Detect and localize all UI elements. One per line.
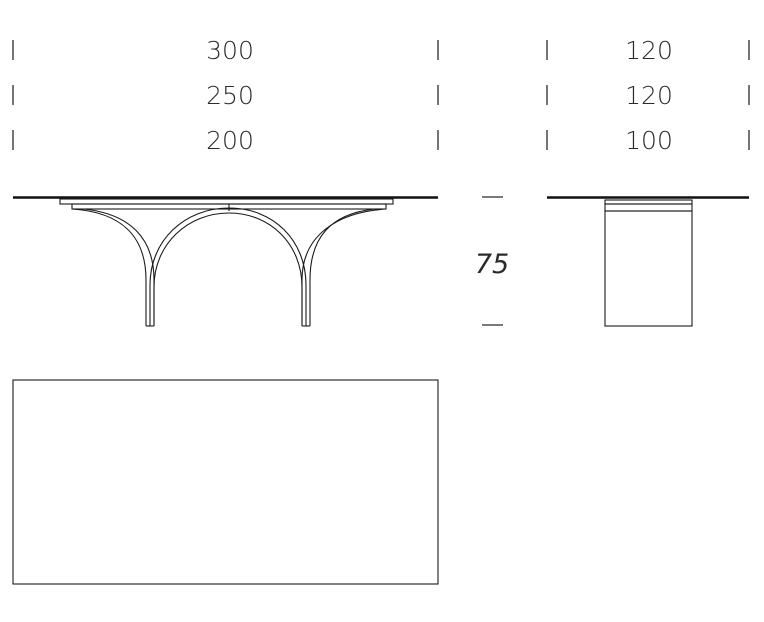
center-arch-inner (153, 212, 303, 326)
right-outer-arch-inner (309, 208, 375, 326)
depth-value-2: 120 (625, 81, 673, 110)
length-value-1: 300 (206, 36, 254, 65)
depth-dimensions: 120 120 100 (546, 36, 750, 155)
left-outer-arch-inner (83, 208, 155, 326)
length-dimensions: 300 250 200 (12, 36, 439, 155)
plan-view (12, 379, 439, 585)
height-dimension: 75 (475, 196, 509, 326)
side-leg-panel (604, 210, 693, 327)
center-arch-outer (149, 207, 307, 326)
height-value: 75 (475, 249, 509, 280)
tabletop-plan (12, 379, 439, 585)
length-value-3: 200 (206, 126, 254, 155)
length-value-2: 250 (206, 81, 254, 110)
side-rail (604, 199, 693, 205)
front-elevation (13, 196, 438, 327)
depth-value-1: 120 (625, 36, 673, 65)
depth-value-3: 100 (625, 126, 673, 155)
side-rail-lower (604, 203, 693, 212)
side-elevation (547, 196, 749, 327)
apron-rail (59, 198, 394, 205)
right-outer-arch (301, 208, 387, 326)
left-outer-arch (71, 208, 147, 326)
